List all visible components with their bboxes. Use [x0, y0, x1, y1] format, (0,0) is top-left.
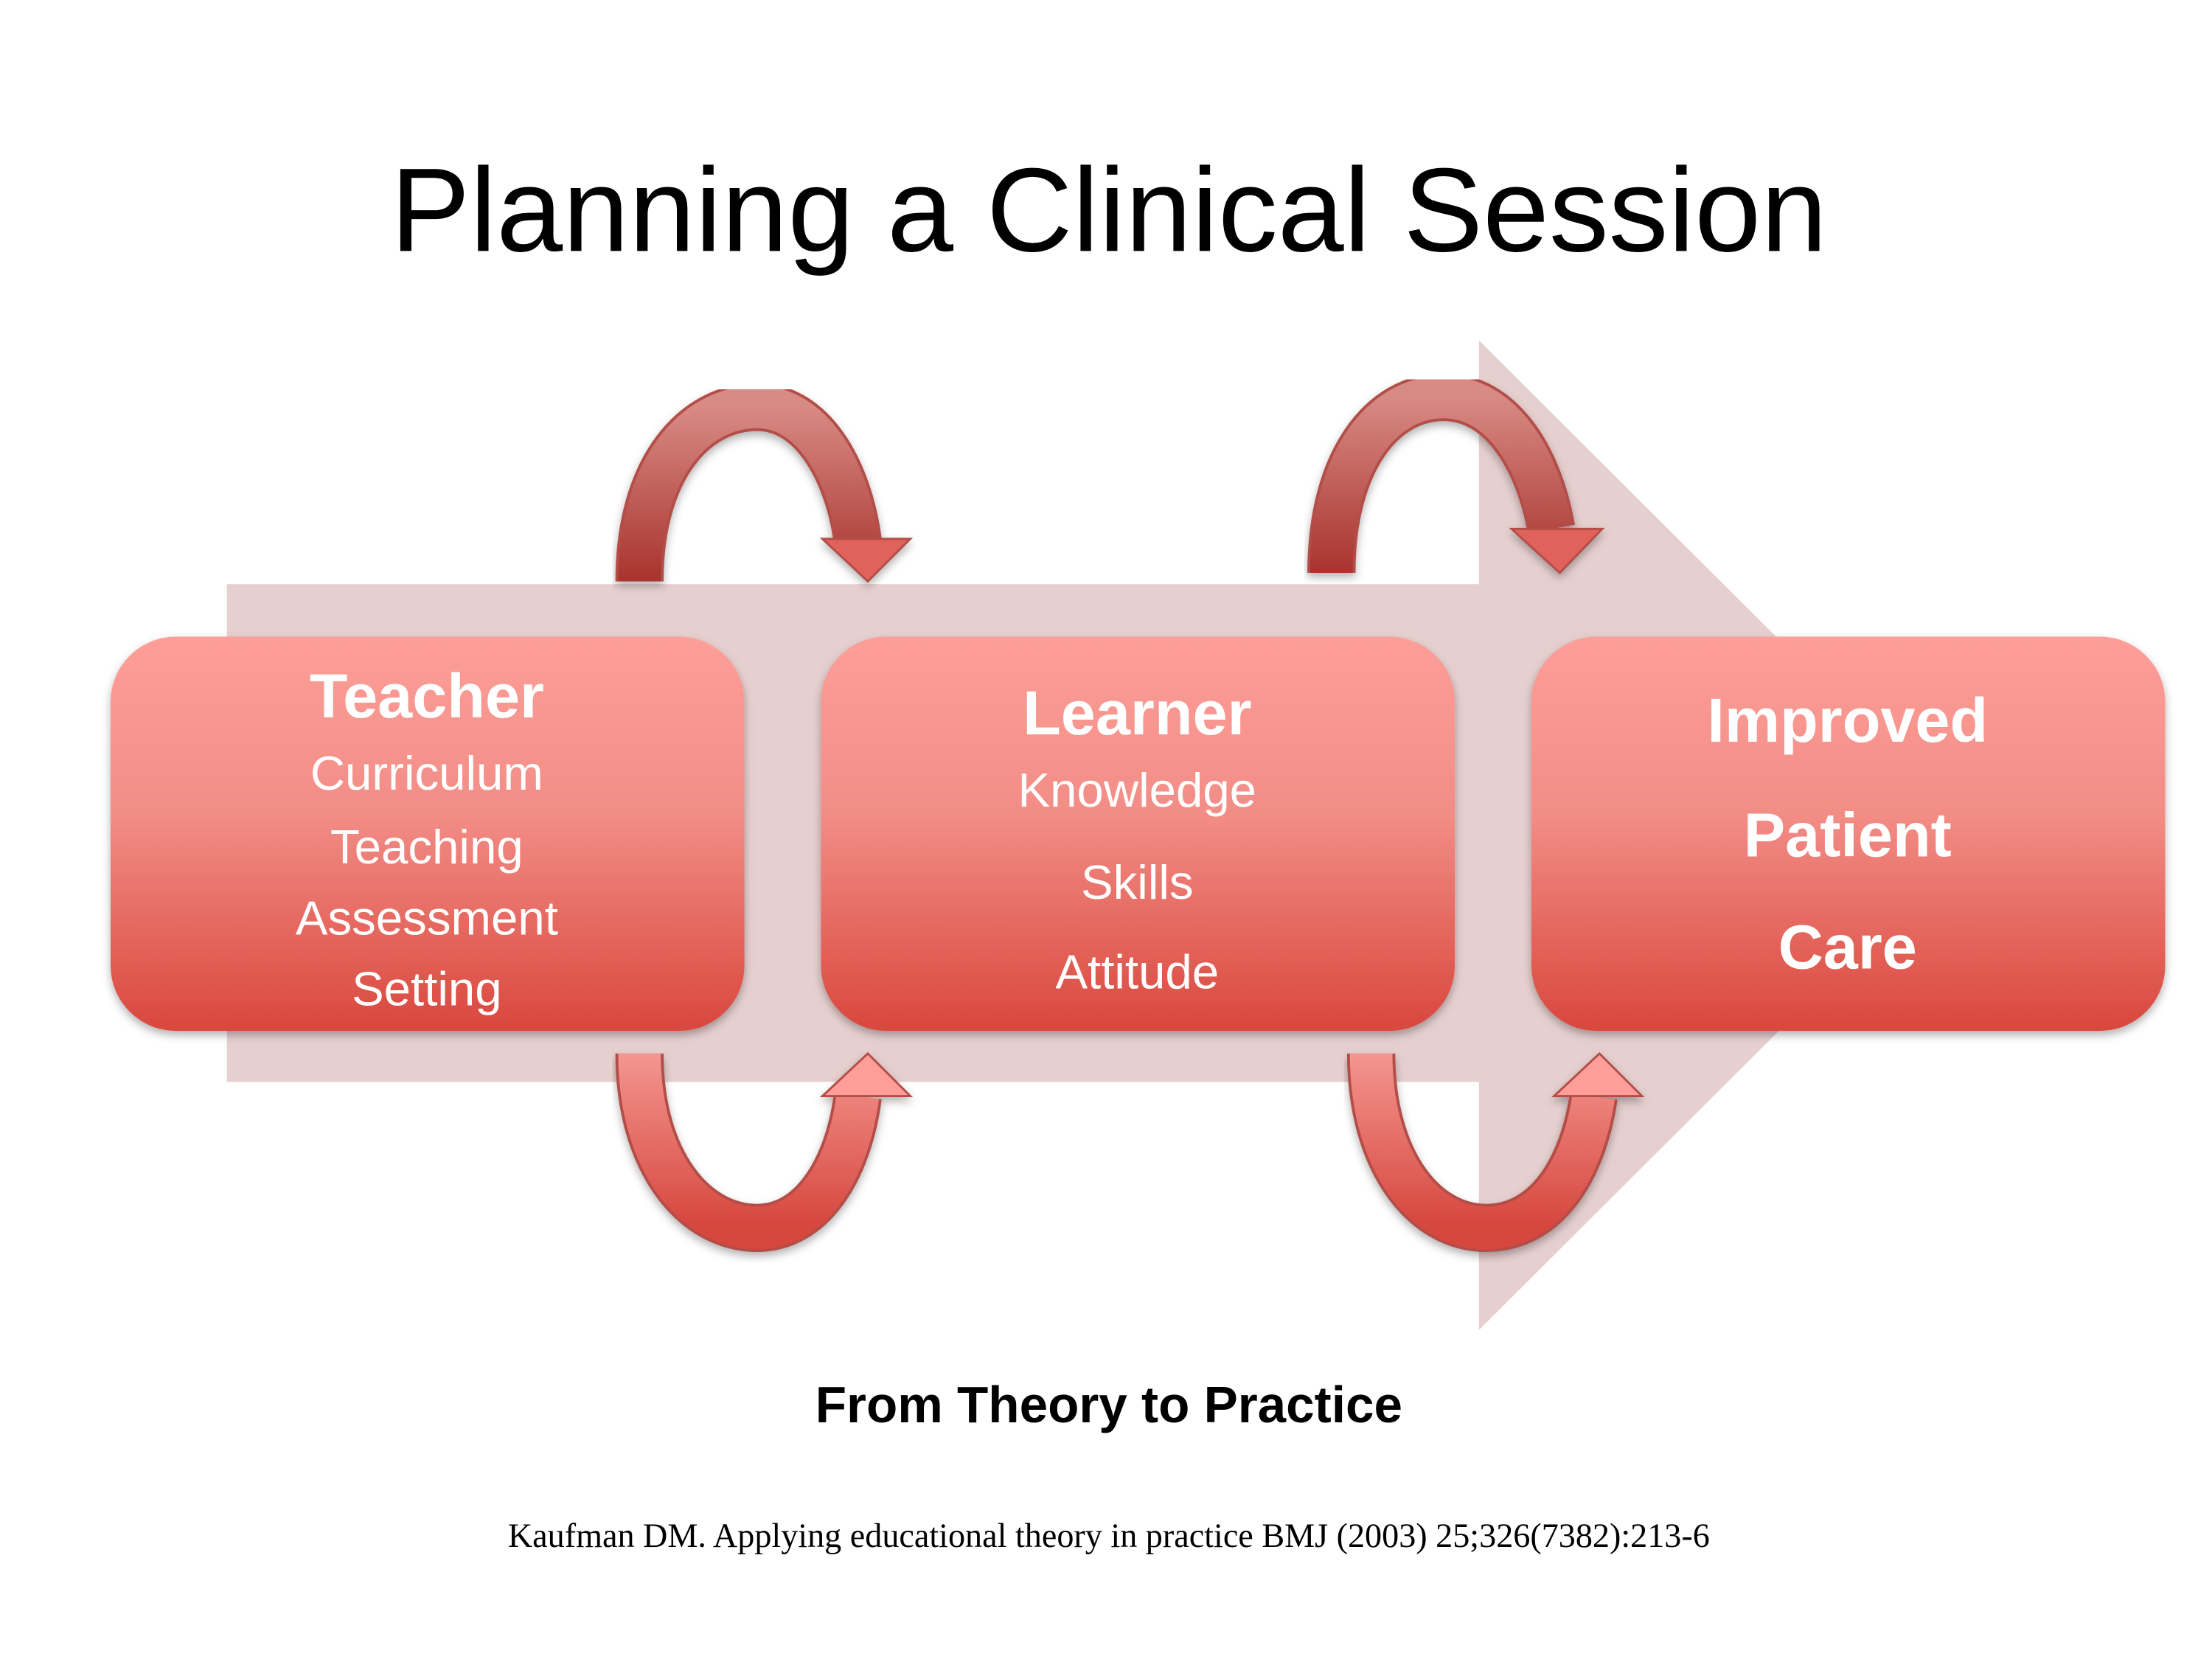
citation: Kaufman DM. Applying educational theory …	[508, 1517, 1710, 1554]
teacher-item: Teaching	[330, 820, 524, 874]
learner-item: Skills	[1081, 855, 1194, 909]
teacher-box: Teacher Curriculum Teaching Assessment S…	[111, 636, 745, 1032]
teacher-heading: Teacher	[310, 661, 544, 731]
slide-title: Planning a Clinical Session	[391, 144, 1827, 276]
cycle-arrow-bottom-2	[1346, 1051, 1645, 1253]
outcome-line: Patient	[1744, 800, 1952, 870]
learner-box: Learner Knowledge Skills Attitude	[821, 636, 1455, 1032]
learner-heading: Learner	[1023, 678, 1251, 748]
diagram-subtitle: From Theory to Practice	[815, 1376, 1402, 1433]
cycle-arrow-top-2	[1307, 372, 1605, 574]
teacher-item: Curriculum	[310, 746, 543, 800]
cycle-arrow-bottom-1	[615, 1051, 914, 1253]
cycle-arrow-top-1	[615, 383, 914, 583]
outcome-line: Care	[1778, 911, 1917, 981]
outcome-box: Improved Patient Care	[1531, 636, 2166, 1032]
outcome-line: Improved	[1707, 685, 1988, 755]
teacher-item: Setting	[352, 961, 502, 1015]
teacher-item: Assessment	[296, 891, 558, 945]
learner-item: Attitude	[1055, 945, 1219, 998]
learner-item: Knowledge	[1018, 763, 1257, 817]
